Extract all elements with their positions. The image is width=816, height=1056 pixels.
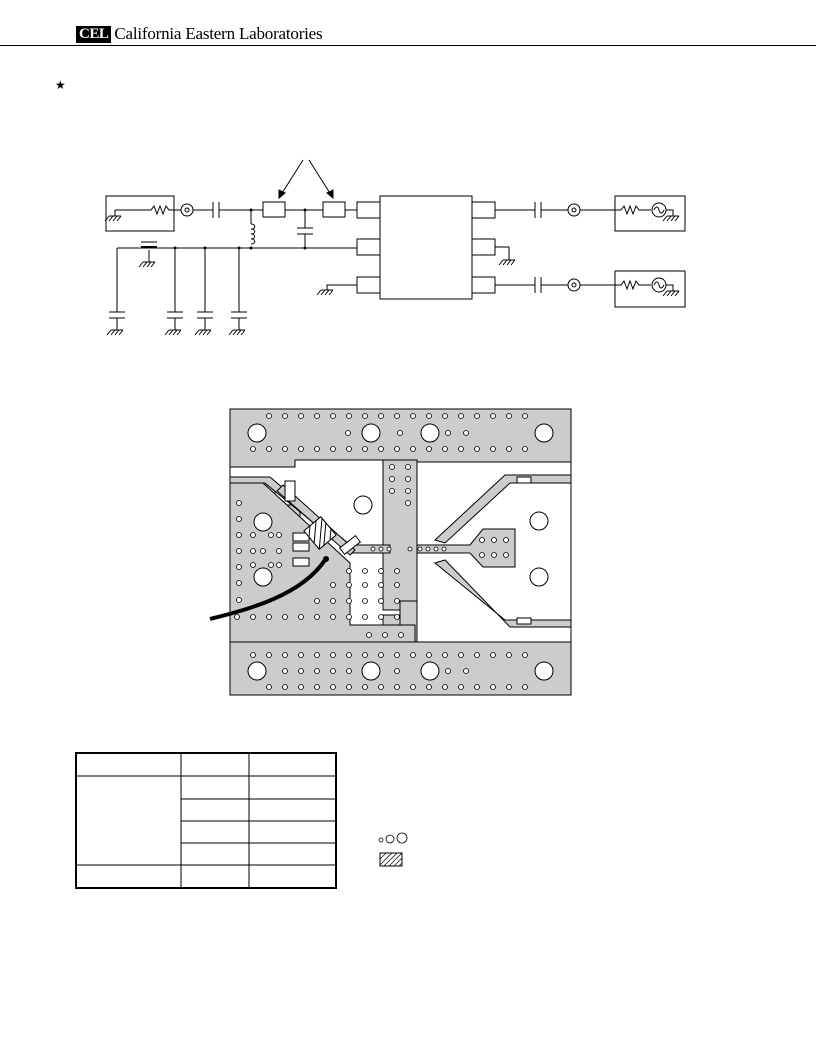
ic-pin-5 (471, 238, 496, 256)
revision-star-icon: ★ (55, 78, 66, 92)
left-resistor-icon (115, 204, 174, 216)
mounting-holes (247, 423, 554, 681)
test-circuit-schematic (104, 159, 686, 336)
page-header: CEL California Eastern Laboratories (76, 24, 323, 44)
hatched-pad (303, 516, 337, 550)
ic-pin-6 (471, 201, 496, 219)
bias-decoupling-caps (164, 248, 247, 336)
right-connector-1-icon (567, 203, 581, 217)
pcb-layout-diagram (209, 408, 572, 696)
ic-pin-4 (471, 276, 496, 294)
signal-source-1-box (614, 195, 686, 232)
coax-cable (209, 558, 327, 621)
cel-logo: CEL (76, 25, 112, 43)
ic-pin-1 (356, 201, 381, 219)
legend-symbols (378, 832, 408, 867)
medium-via-icon (385, 834, 395, 844)
signal-source-2-box (614, 270, 686, 308)
large-via-icon (396, 832, 408, 844)
hatched-pad-legend-icon (379, 852, 403, 867)
ic-pin-2 (356, 238, 381, 256)
matching-element-2 (322, 201, 346, 218)
parts-table (75, 752, 337, 889)
small-via-icon (378, 837, 384, 843)
ic-package (379, 195, 473, 300)
company-name: California Eastern Laboratories (114, 24, 323, 43)
matching-element-1 (262, 201, 286, 218)
callout-arrows (278, 159, 334, 200)
left-load-box (105, 195, 175, 232)
ic-pin-3 (356, 276, 381, 294)
right-connector-2-icon (567, 278, 581, 292)
inductor-icon (250, 223, 256, 245)
left-connector-icon (180, 203, 194, 217)
header-rule (0, 45, 816, 46)
via-holes (234, 413, 528, 690)
